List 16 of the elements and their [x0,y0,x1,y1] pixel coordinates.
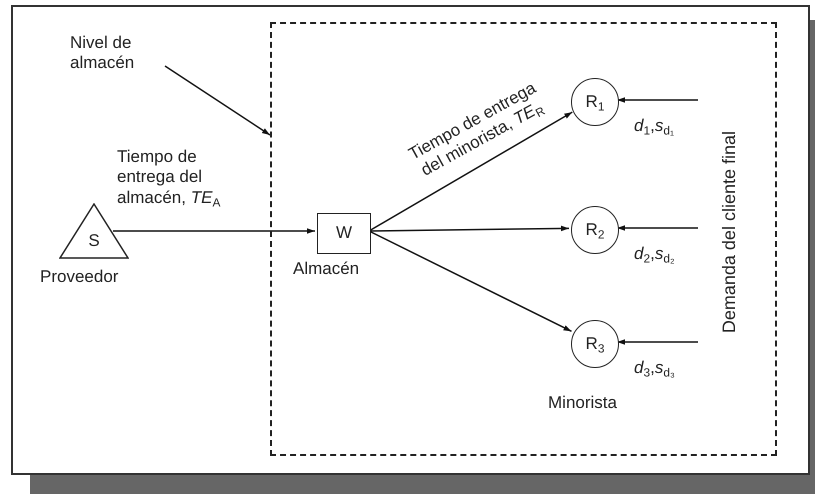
demand-text: Demanda del cliente final [700,82,760,382]
warehouse-level-region [270,22,777,456]
arrow [113,228,315,234]
arrow [617,339,698,345]
node-caption: d$_{1}$,s$_{d₁}$ [634,116,674,136]
group-label: Minorista [548,393,617,414]
supplier-triangle: S [59,203,129,259]
annotation-text: Nivel de almacén [70,30,165,76]
arrow [617,225,698,231]
leader-arrow [164,65,270,136]
node-caption: Almacén [293,259,360,280]
node-caption: d$_{3}$,s$_{d₃}$ [634,358,675,378]
arrow [617,97,698,103]
node-caption: Proveedor [40,267,118,288]
node-caption: d$_{2}$,s$_{d₂}$ [634,244,675,264]
warehouse-box: W [317,213,371,254]
